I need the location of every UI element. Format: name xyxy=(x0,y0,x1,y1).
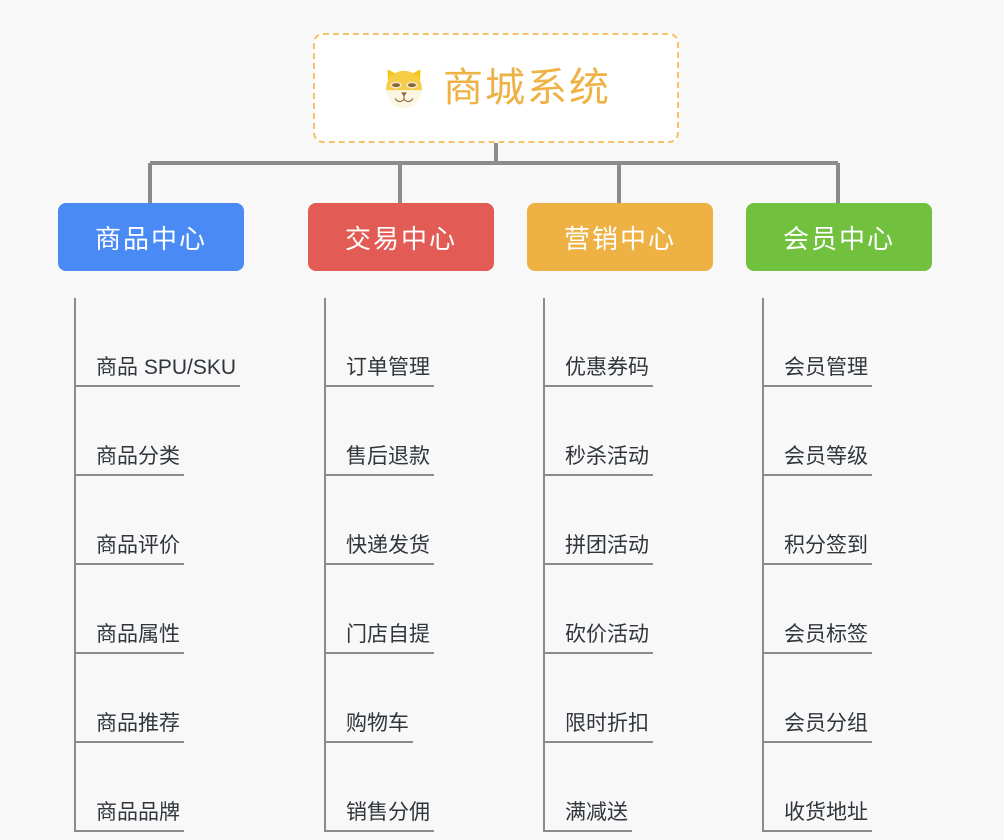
leaf-label: 售后退款 xyxy=(324,445,434,476)
branch-column-3: 会员中心 会员管理 会员等级 积分签到 会员标签 会员分组 收货地址 xyxy=(746,203,932,832)
leaf-label: 砍价活动 xyxy=(543,623,653,654)
leaf-list-3: 会员管理 会员等级 积分签到 会员标签 会员分组 收货地址 xyxy=(746,298,932,832)
leaf-item[interactable]: 秒杀活动 xyxy=(543,387,713,476)
leaf-item[interactable]: 砍价活动 xyxy=(543,565,713,654)
category-header-label: 商品中心 xyxy=(94,223,207,254)
leaf-item[interactable]: 限时折扣 xyxy=(543,654,713,743)
leaf-label: 满减送 xyxy=(543,801,632,832)
leaf-item[interactable]: 商品推荐 xyxy=(74,654,244,743)
leaf-label: 购物车 xyxy=(324,712,413,743)
leaf-item[interactable]: 快递发货 xyxy=(324,476,494,565)
leaf-item[interactable]: 订单管理 xyxy=(324,298,494,387)
leaf-label: 会员等级 xyxy=(762,445,872,476)
root-title: 商城系统 xyxy=(443,66,611,110)
category-header-label: 营销中心 xyxy=(563,223,676,254)
leaf-list-0: 商品 SPU/SKU 商品分类 商品评价 商品属性 商品推荐 商品品牌 xyxy=(58,298,244,832)
leaf-item[interactable]: 积分签到 xyxy=(762,476,932,565)
leaf-list-1: 订单管理 售后退款 快递发货 门店自提 购物车 销售分佣 xyxy=(308,298,494,832)
leaf-item[interactable]: 会员等级 xyxy=(762,387,932,476)
leaf-label: 快递发货 xyxy=(324,534,434,565)
leaf-label: 商品 SPU/SKU xyxy=(74,356,241,387)
leaf-label: 积分签到 xyxy=(762,534,872,565)
category-header-0[interactable]: 商品中心 xyxy=(58,203,244,271)
leaf-item[interactable]: 销售分佣 xyxy=(324,743,494,832)
leaf-label: 秒杀活动 xyxy=(543,445,653,476)
branch-column-0: 商品中心 商品 SPU/SKU 商品分类 商品评价 商品属性 商品推荐 商品品牌 xyxy=(58,203,244,832)
category-header-2[interactable]: 营销中心 xyxy=(527,203,713,271)
leaf-item[interactable]: 售后退款 xyxy=(324,387,494,476)
leaf-item[interactable]: 商品分类 xyxy=(74,387,244,476)
leaf-item[interactable]: 会员管理 xyxy=(762,298,932,387)
leaf-item[interactable]: 收货地址 xyxy=(762,743,932,832)
leaf-item[interactable]: 拼团活动 xyxy=(543,476,713,565)
leaf-label: 商品推荐 xyxy=(74,712,184,743)
leaf-label: 限时折扣 xyxy=(543,712,653,743)
leaf-label: 订单管理 xyxy=(324,356,434,387)
leaf-item[interactable]: 商品属性 xyxy=(74,565,244,654)
category-header-3[interactable]: 会员中心 xyxy=(746,203,932,271)
leaf-item[interactable]: 会员分组 xyxy=(762,654,932,743)
root-node[interactable]: 商城系统 xyxy=(313,33,679,143)
branch-column-2: 营销中心 优惠券码 秒杀活动 拼团活动 砍价活动 限时折扣 满减送 xyxy=(527,203,713,832)
leaf-item[interactable]: 商品 SPU/SKU xyxy=(74,298,244,387)
leaf-label: 会员标签 xyxy=(762,623,872,654)
leaf-list-2: 优惠券码 秒杀活动 拼团活动 砍价活动 限时折扣 满减送 xyxy=(527,298,713,832)
leaf-label: 收货地址 xyxy=(762,801,872,832)
leaf-item[interactable]: 门店自提 xyxy=(324,565,494,654)
leaf-label: 门店自提 xyxy=(324,623,434,654)
leaf-label: 会员分组 xyxy=(762,712,872,743)
leaf-label: 商品品牌 xyxy=(74,801,184,832)
branch-column-1: 交易中心 订单管理 售后退款 快递发货 门店自提 购物车 销售分佣 xyxy=(308,203,494,832)
leaf-label: 商品属性 xyxy=(74,623,184,654)
shiba-inu-icon xyxy=(386,69,422,109)
leaf-item[interactable]: 会员标签 xyxy=(762,565,932,654)
leaf-label: 会员管理 xyxy=(762,356,872,387)
leaf-item[interactable]: 商品品牌 xyxy=(74,743,244,832)
leaf-item[interactable]: 商品评价 xyxy=(74,476,244,565)
leaf-item[interactable]: 购物车 xyxy=(324,654,494,743)
category-header-1[interactable]: 交易中心 xyxy=(308,203,494,271)
leaf-item[interactable]: 优惠券码 xyxy=(543,298,713,387)
leaf-label: 拼团活动 xyxy=(543,534,653,565)
category-header-label: 交易中心 xyxy=(344,223,457,254)
leaf-label: 商品分类 xyxy=(74,445,184,476)
leaf-item[interactable]: 满减送 xyxy=(543,743,713,832)
leaf-label: 商品评价 xyxy=(74,534,184,565)
category-header-label: 会员中心 xyxy=(782,223,895,254)
leaf-label: 销售分佣 xyxy=(324,801,434,832)
leaf-label: 优惠券码 xyxy=(543,356,653,387)
